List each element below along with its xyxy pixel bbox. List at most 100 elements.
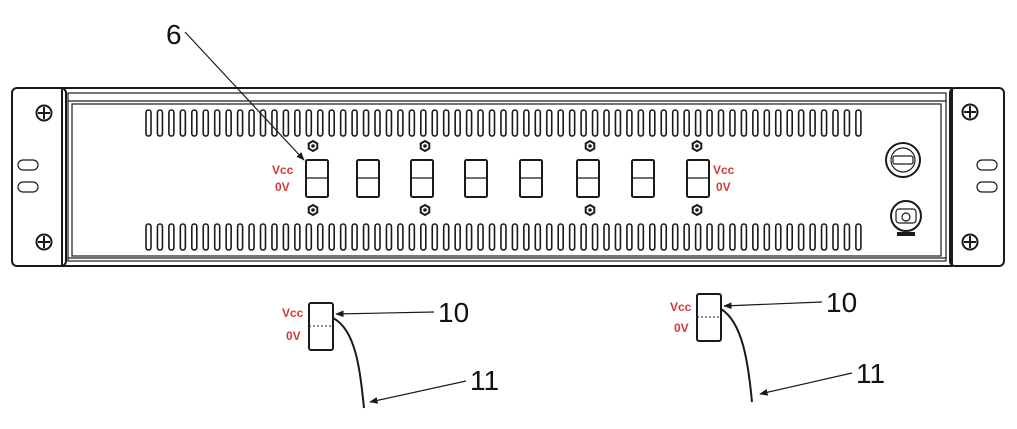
- vent-slot: [488, 109, 496, 137]
- vent-slot: [752, 109, 759, 137]
- cable-left: [332, 317, 365, 409]
- ear-slot: [976, 181, 998, 193]
- vent-slot: [843, 109, 851, 137]
- callout-10-right: 10: [826, 287, 857, 318]
- switch-row: [305, 139, 710, 217]
- vent-slot: [706, 223, 713, 251]
- vent-slot: [397, 109, 404, 137]
- vent-slot: [683, 223, 690, 251]
- screw-icon: [35, 104, 53, 122]
- vent-slot: [431, 223, 439, 251]
- vent-slot: [729, 223, 736, 251]
- vent-slot: [477, 223, 484, 251]
- screw-icon: [961, 233, 979, 251]
- connector-left: [308, 302, 365, 409]
- rocker-switch-icon: [410, 159, 434, 198]
- cable-right: [720, 308, 753, 403]
- chassis: [61, 87, 953, 267]
- left-rack-ear: [11, 87, 67, 267]
- vent-slot: [191, 109, 198, 137]
- hex-nut-icon: [419, 203, 431, 217]
- vent-slot: [328, 223, 336, 251]
- vent-slot: [271, 223, 278, 251]
- cable-gland-icon: [890, 200, 922, 236]
- vent-slot: [408, 109, 416, 137]
- vent-slot: [248, 223, 255, 251]
- vent-slot: [362, 109, 370, 137]
- vent-slot: [328, 109, 336, 137]
- vent-slot: [500, 109, 507, 137]
- vent-slot: [191, 223, 198, 251]
- vent-slot: [809, 223, 816, 251]
- vent-slot: [637, 223, 645, 251]
- vent-slot: [442, 223, 450, 251]
- vent-slot: [236, 109, 244, 137]
- vent-slot: [351, 223, 358, 251]
- vent-slot: [534, 223, 542, 251]
- callout-10-left-leader: [335, 310, 435, 318]
- vent-slot: [648, 109, 656, 137]
- vent-slot: [591, 109, 599, 137]
- vent-slot: [339, 109, 347, 137]
- vent-slot: [603, 223, 610, 251]
- vent-slot: [145, 109, 152, 137]
- vent-slot: [339, 223, 347, 251]
- vent-slot: [568, 109, 576, 137]
- hex-nut-icon: [691, 203, 703, 217]
- vent-slot: [832, 223, 839, 251]
- vent-slot: [580, 109, 587, 137]
- vent-slot: [385, 223, 393, 251]
- panel-right-0v-label: 0V: [716, 180, 731, 194]
- connector-right-vcc-label: Vcc: [670, 300, 692, 314]
- vent-slot: [213, 223, 221, 251]
- vent-slot: [454, 109, 461, 137]
- vent-slot: [168, 223, 175, 251]
- vent-row-top: [145, 109, 862, 137]
- vent-slot: [454, 223, 461, 251]
- vent-slot: [568, 223, 576, 251]
- vent-slot: [820, 223, 828, 251]
- vent-slot: [511, 223, 519, 251]
- vent-slot: [179, 223, 187, 251]
- vent-slot: [706, 109, 713, 137]
- rocker-switch-icon: [519, 159, 543, 198]
- vent-slot: [156, 109, 164, 137]
- right-rack-ear: [949, 87, 1005, 267]
- vent-slot: [717, 223, 725, 251]
- vent-slot: [774, 109, 782, 137]
- vent-slot: [671, 223, 679, 251]
- vent-slot: [614, 223, 622, 251]
- vent-slot: [626, 109, 633, 137]
- vent-slot: [786, 109, 794, 137]
- rocker-switch-icon: [356, 159, 380, 198]
- vent-slot: [351, 109, 358, 137]
- vent-slot: [179, 109, 187, 137]
- rocker-switch-icon: [305, 159, 329, 198]
- panel-left-vcc-label: Vcc: [272, 163, 294, 177]
- connector-right-0v-label: 0V: [674, 321, 689, 335]
- vent-slot: [855, 223, 862, 251]
- vent-slot: [580, 223, 587, 251]
- vent-slot: [465, 223, 473, 251]
- vent-slot: [786, 223, 794, 251]
- vent-slot: [282, 109, 290, 137]
- vent-slot: [774, 223, 782, 251]
- vent-slot: [213, 109, 221, 137]
- vent-slot: [763, 223, 771, 251]
- vent-slot: [809, 109, 816, 137]
- rocker-switch-icon: [576, 159, 600, 198]
- vent-slot: [832, 109, 839, 137]
- callout-11-left: 11: [470, 365, 499, 396]
- callout-6-leader: [184, 31, 305, 161]
- hex-nut-icon: [584, 203, 596, 217]
- vent-slot: [614, 109, 622, 137]
- vent-slot: [717, 109, 725, 137]
- vent-slot: [534, 109, 542, 137]
- hex-nut-icon: [307, 203, 319, 217]
- vent-slot: [683, 109, 690, 137]
- vent-slot: [557, 109, 565, 137]
- connector-left-vcc-label: Vcc: [282, 306, 304, 320]
- vent-slot: [156, 223, 164, 251]
- vent-slot: [282, 223, 290, 251]
- ear-slot: [976, 159, 998, 171]
